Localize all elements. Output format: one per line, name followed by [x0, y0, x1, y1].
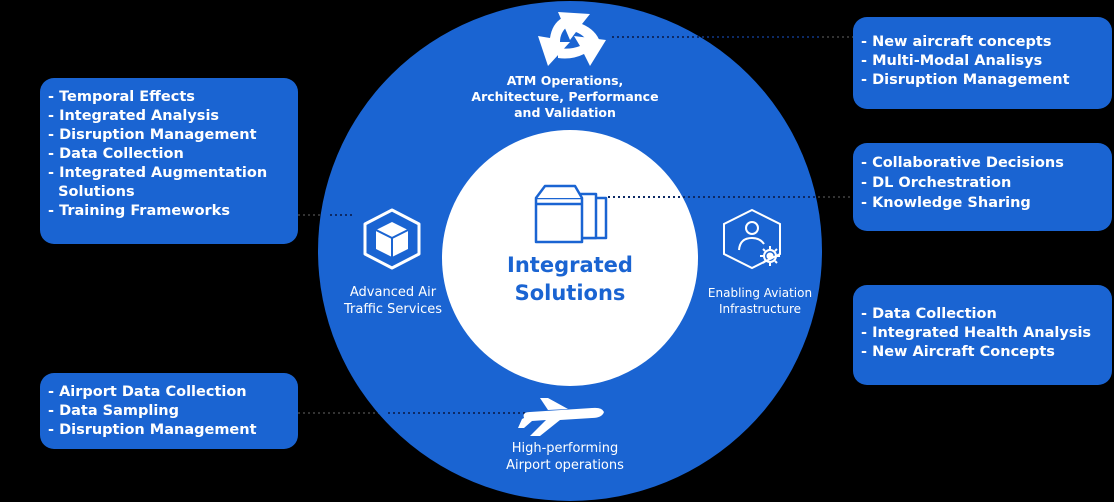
segment-label-atm: ATM Operations, Architecture, Performanc…	[455, 73, 675, 121]
list-item: - Data Collection	[861, 306, 997, 322]
list-item: - Temporal Effects	[48, 89, 195, 105]
list-item: - Airport Data Collection	[48, 384, 247, 400]
list-item: - Multi-Modal Analisys	[861, 53, 1043, 69]
info-box-left-top: - Temporal Effects - Integrated Analysis…	[40, 78, 298, 244]
center-title: Integrated Solutions	[470, 251, 670, 307]
list-item: - Data Sampling	[48, 403, 180, 419]
enabling-label-line: Infrastructure	[718, 302, 802, 316]
airport-label-line: High-performing	[511, 441, 619, 456]
advanced-label-line: Advanced Air	[349, 285, 437, 300]
atm-label-line: and Validation	[514, 105, 616, 120]
info-box-left-bottom: - Airport Data Collection - Data Samplin…	[40, 373, 298, 449]
inner-circle	[442, 130, 698, 386]
list-item: - Training Frameworks	[48, 203, 230, 219]
segment-label-enabling: Enabling Aviation Infrastructure	[692, 285, 828, 317]
atm-label-line: ATM Operations,	[506, 73, 624, 88]
list-item: - Disruption Management	[861, 72, 1070, 88]
list-item: Solutions	[48, 184, 135, 200]
airport-label-line: Airport operations	[506, 458, 624, 473]
airplane-icon	[518, 398, 604, 436]
list-item: - New Aircraft Concepts	[861, 344, 1055, 360]
list-item: - New aircraft concepts	[861, 34, 1052, 50]
list-item: - Disruption Management	[48, 127, 257, 143]
circular-arrows-icon	[538, 12, 606, 66]
list-item: - Integrated Augmentation	[48, 165, 268, 181]
list-item: - Disruption Management	[48, 422, 257, 438]
list-item: - Collaborative Decisions	[861, 155, 1064, 171]
info-box-right-bottom: - Data Collection - Integrated Health An…	[853, 285, 1112, 385]
person-gear-icon	[723, 208, 781, 270]
info-box-right-top: - New aircraft concepts - Multi-Modal An…	[853, 17, 1112, 109]
hexagon-cube-icon	[363, 208, 421, 270]
center-title-line: Solutions	[514, 281, 626, 305]
advanced-label-line: Traffic Services	[343, 302, 442, 317]
center-title-line: Integrated	[507, 253, 633, 277]
list-item: - Data Collection	[48, 146, 184, 162]
list-item: - Knowledge Sharing	[861, 195, 1031, 211]
stacked-boxes-icon	[534, 184, 608, 244]
enabling-label-line: Enabling Aviation	[707, 286, 813, 300]
segment-label-advanced: Advanced Air Traffic Services	[320, 284, 466, 318]
segment-label-airport: High-performing Airport operations	[480, 440, 650, 474]
list-item: - Integrated Health Analysis	[861, 325, 1092, 341]
info-box-right-mid: - Collaborative Decisions - DL Orchestra…	[853, 143, 1112, 231]
list-item: - Integrated Analysis	[48, 108, 220, 124]
atm-label-line: Architecture, Performance	[471, 89, 659, 104]
list-item: - DL Orchestration	[861, 175, 1012, 191]
